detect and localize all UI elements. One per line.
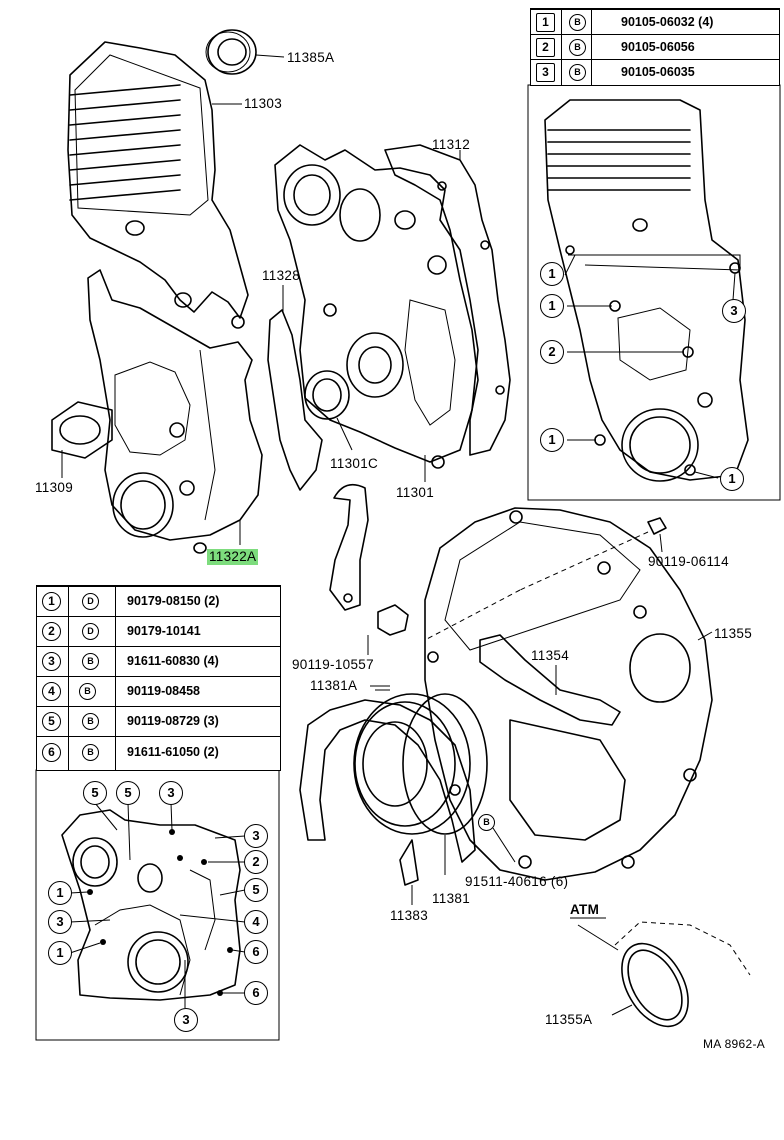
bolt-icon: B [569, 39, 586, 56]
part-number: 90179-10141 [127, 624, 201, 638]
dashed-guide [424, 589, 521, 641]
row-number: 3 [536, 63, 555, 82]
lower-timing-cover-11322a-drawing [87, 269, 263, 554]
callout: 2 [244, 850, 268, 874]
label-90119-10557: 90119-10557 [292, 657, 374, 672]
right-bolt-table: 1 B 90105-06032 (4) 2 B 90105-06056 3 B … [530, 8, 780, 86]
row-number: 6 [42, 743, 61, 762]
row-number: 5 [42, 712, 61, 731]
atm-cover-11355a-drawing [570, 917, 751, 1028]
label-11381a: 11381A [310, 678, 358, 693]
drawing-reference: MA 8962-A [703, 1037, 766, 1051]
callout: 3 [722, 299, 746, 323]
gasket-11383-drawing [299, 699, 476, 905]
label-atm: ATM [570, 902, 600, 917]
label-11322a-highlighted: 11322A [207, 549, 259, 565]
table-row: 3 B 91611-60830 (4) [37, 646, 280, 677]
row-number: 2 [42, 622, 61, 641]
left-bolt-table: 1 D 90179-08150 (2) 2 D 90179-10141 3 B … [36, 585, 281, 771]
label-11301c: 11301C [330, 456, 379, 471]
bolt-icon: D [82, 593, 99, 610]
label-11303: 11303 [244, 96, 283, 111]
part-number: 90119-08458 [127, 684, 200, 698]
label-90119-06114: 90119-06114 [648, 554, 729, 569]
oil-seal-retainer-11381-drawing [353, 689, 488, 875]
label-11309: 11309 [35, 480, 74, 495]
callout: 4 [244, 910, 268, 934]
label-11354: 11354 [531, 648, 570, 663]
label-11328: 11328 [262, 268, 301, 283]
callout: 1 [540, 262, 564, 286]
callout: 2 [540, 340, 564, 364]
hook-bracket-drawing [329, 483, 409, 655]
bolt-icon: B [82, 713, 99, 730]
callout: 3 [174, 1008, 198, 1032]
table-row: 3 B 90105-06035 [531, 59, 779, 85]
part-number: 90105-06056 [621, 40, 695, 54]
row-number: 3 [42, 652, 61, 671]
label-11301: 11301 [396, 485, 435, 500]
label-91511-40616: 91511-40616 (6) [465, 874, 569, 889]
part-number: 90105-06035 [621, 65, 695, 79]
gasket-11328-drawing [267, 285, 323, 491]
cap-11309-drawing [51, 401, 113, 478]
bolt-icon: B [82, 653, 99, 670]
callout: 1 [540, 294, 564, 318]
bolt-icon: D [82, 623, 99, 640]
callout: 5 [83, 781, 107, 805]
part-number: 90105-06032 (4) [621, 15, 714, 29]
end-plate-11355-drawing [424, 507, 713, 881]
fastener-b-icon: B [478, 814, 495, 831]
label-11355a: 11355A [545, 1012, 593, 1027]
bolt-icon: B [569, 14, 586, 31]
table-row: 1 D 90179-08150 (2) [37, 586, 280, 617]
table-row: 2 B 90105-06056 [531, 34, 779, 60]
callout: 3 [244, 824, 268, 848]
timing-case-11301-drawing [274, 144, 479, 482]
bolt-icon: B [82, 744, 99, 761]
callout: 1 [48, 881, 72, 905]
callout: 3 [48, 910, 72, 934]
table-row: 6 B 91611-61050 (2) [37, 736, 280, 769]
table-row: 5 B 90119-08729 (3) [37, 706, 280, 737]
table-row: 4 B 90119-08458 [37, 676, 280, 707]
row-number: 2 [536, 38, 555, 57]
label-11312: 11312 [432, 137, 471, 152]
row-number: 1 [536, 13, 555, 32]
callout: 1 [720, 467, 744, 491]
table-row: 1 B 90105-06032 (4) [531, 9, 779, 35]
label-11381: 11381 [432, 891, 471, 906]
table-row: 2 D 90179-10141 [37, 616, 280, 647]
label-11383: 11383 [390, 908, 429, 923]
bolt-91511-leader [492, 827, 516, 863]
bolt-90119-06114-drawing [519, 517, 667, 591]
label-11385a: 11385A [287, 50, 335, 65]
upper-timing-cover-11303-drawing [67, 41, 249, 329]
left-inset-drawing [35, 769, 280, 1041]
part-number: 91611-61050 (2) [127, 745, 219, 759]
callout: 5 [116, 781, 140, 805]
callout: 5 [244, 878, 268, 902]
callout: 6 [244, 981, 268, 1005]
row-number: 4 [42, 682, 61, 701]
right-inset-drawing [527, 84, 781, 501]
plate-11354-drawing [479, 634, 621, 726]
part-number: 90179-08150 (2) [127, 594, 220, 608]
label-11355: 11355 [714, 626, 753, 641]
part-number: 90119-08729 (3) [127, 714, 219, 728]
cover-grille [69, 84, 181, 201]
oil-seal-11385a-drawing [205, 29, 285, 75]
callout: 1 [48, 941, 72, 965]
callout: 6 [244, 940, 268, 964]
part-number: 91611-60830 (4) [127, 654, 219, 668]
callout: 1 [540, 428, 564, 452]
oil-seal-11301c-drawing [304, 370, 353, 451]
gasket-11312-drawing [384, 144, 511, 456]
row-number: 1 [42, 592, 61, 611]
bolt-icon: B [569, 64, 586, 81]
callout: 3 [159, 781, 183, 805]
bolt-icon: B [79, 683, 96, 700]
